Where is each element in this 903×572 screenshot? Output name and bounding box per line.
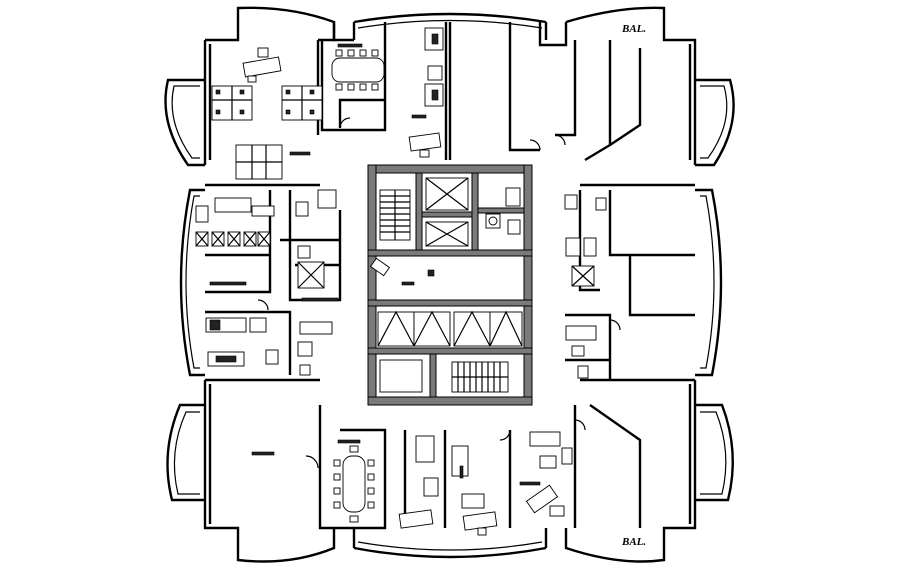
core-lobby: [369, 187, 521, 286]
top-left-office-furniture: [211, 47, 323, 180]
balcony-label-top: BAL.: [621, 23, 646, 35]
building-core: [367, 164, 533, 406]
top-conference-room: [331, 43, 385, 91]
balcony-label-bottom: BAL.: [621, 536, 646, 548]
interior-walls: [205, 22, 695, 530]
outer-walls: [164, 6, 735, 563]
bottom-conference-room: [333, 439, 375, 523]
left-mid-office: [195, 189, 339, 376]
right-mid-services: [564, 194, 607, 379]
bottom-cabins: [251, 431, 573, 536]
top-middle-cabins: [408, 27, 444, 158]
core-staircases: [379, 189, 509, 393]
door-swings: [257, 117, 621, 469]
core-lift-shafts: [377, 177, 523, 347]
